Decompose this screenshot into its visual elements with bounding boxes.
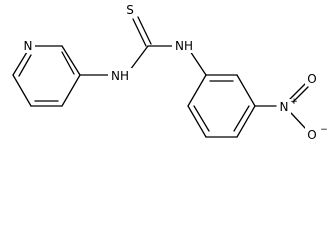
double-bond [292, 86, 309, 103]
nitro-oxygen-bottom-label: O [307, 128, 316, 142]
bond [12, 51, 28, 76]
nitro-oxygen-top-label: O [307, 72, 316, 86]
molecule-diagram: N S NH NH N + O O − [12, 3, 328, 142]
bond [189, 50, 207, 76]
bond [61, 74, 81, 107]
pyridine-nitrogen-label: N [24, 39, 33, 53]
bond [187, 105, 207, 138]
amine-left-label: NH [111, 69, 129, 83]
thiourea-linker [79, 16, 207, 76]
bond [12, 74, 32, 107]
double-bond [137, 16, 152, 45]
amine-right-label: NH [175, 39, 193, 53]
nitro-oxygen-charge: − [320, 125, 328, 135]
double-bond [132, 18, 147, 47]
pyridine-ring [12, 45, 81, 107]
bond [129, 45, 149, 71]
double-bond-inner [193, 105, 210, 132]
bond [290, 112, 306, 129]
double-bond-inner [61, 51, 75, 75]
bond [61, 45, 81, 76]
phenyl-ring [187, 74, 256, 138]
bond [236, 105, 256, 138]
double-bond [289, 83, 306, 100]
atom-labels: N S NH NH N + O O − [22, 3, 328, 142]
double-bond-inner [18, 54, 32, 77]
nitro-nitrogen-charge: + [290, 97, 298, 107]
bond [236, 74, 256, 107]
sulfur-label: S [126, 3, 134, 17]
nitro-group [254, 83, 309, 129]
nitro-nitrogen-label: N [280, 100, 289, 114]
bond [187, 74, 207, 107]
double-bond-inner [233, 105, 250, 132]
